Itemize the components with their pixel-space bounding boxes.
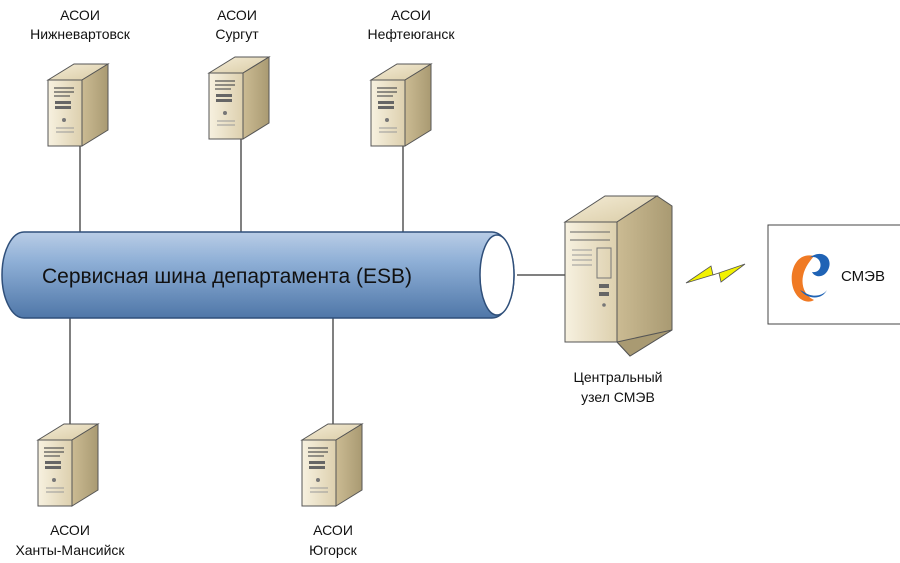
server-central-smev: [563, 195, 673, 357]
label-surgut-line2: Сургут: [215, 26, 259, 42]
label-khanty-line2: Ханты-Мансийск: [15, 542, 125, 558]
label-central-line2: узел СМЭВ: [581, 389, 655, 405]
label-central-line1: Центральный: [574, 369, 663, 385]
server-nizhnevartovsk: [47, 63, 109, 147]
label-yugorsk-line1: АСОИ: [313, 522, 353, 538]
label-nefteyugansk-line2: Нефтеюганск: [367, 26, 455, 42]
smev-label: СМЭВ: [841, 268, 885, 285]
esb-pipe-end: [479, 234, 515, 316]
connectors: [69, 136, 565, 425]
label-yugorsk-line2: Югорск: [309, 542, 358, 558]
rostelecom-logo-icon: [791, 253, 830, 302]
label-nizhnevartovsk-line1: АСОИ: [60, 7, 100, 23]
server-khanty: [37, 423, 99, 507]
esb-bus: Сервисная шина департамента (ESB): [1, 231, 515, 319]
label-khanty-line1: АСОИ: [50, 522, 90, 538]
esb-label: Сервисная шина департамента (ESB): [42, 265, 412, 288]
server-surgut: [208, 56, 270, 140]
label-nizhnevartovsk-line2: Нижневартовск: [30, 26, 131, 42]
server-nefteyugansk: [370, 63, 432, 147]
label-nefteyugansk-line1: АСОИ: [391, 7, 431, 23]
server-yugorsk: [301, 423, 363, 507]
smev-box: СМЭВ: [767, 224, 900, 325]
label-surgut-line1: АСОИ: [217, 7, 257, 23]
lightning-icon: [685, 263, 746, 284]
